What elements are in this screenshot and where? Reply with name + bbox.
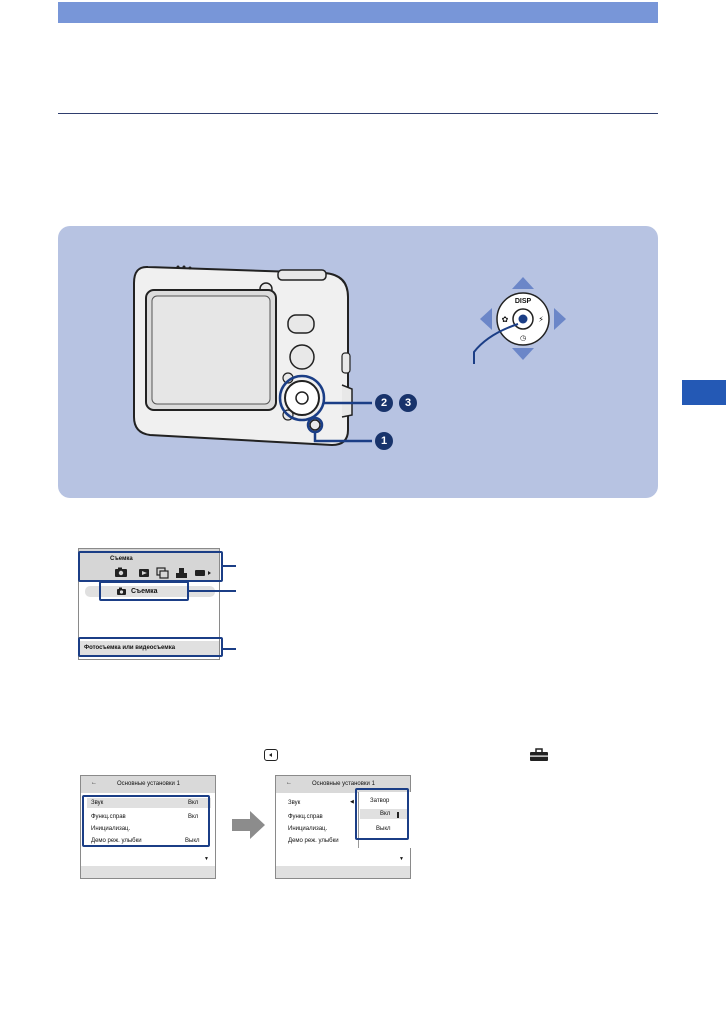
selected-item-label: Съемка xyxy=(131,588,158,595)
settings-row-label: Функц.справ xyxy=(288,814,323,820)
back-arrow-icon: ← xyxy=(286,780,292,786)
settings-row-label: Демо реж. улыбки xyxy=(288,838,339,844)
left-pointer-icon: ◀ xyxy=(350,799,354,805)
disp-label: DISP xyxy=(515,298,532,305)
settings-row-label: Инициализац. xyxy=(91,826,131,832)
callout-2: 2 xyxy=(375,394,393,412)
back-arrow-icon: ← xyxy=(91,780,97,786)
selection-marker xyxy=(397,812,399,818)
camera-icon xyxy=(117,587,126,595)
option-item[interactable]: Вкл xyxy=(380,811,391,817)
print-icon xyxy=(176,568,187,578)
chapter-tab xyxy=(682,380,726,405)
flash-icon: ⚡ xyxy=(538,315,544,324)
callout-1: 1 xyxy=(375,432,393,450)
settings-title: Основные установки 1 xyxy=(312,781,375,787)
battery-icon xyxy=(195,570,211,576)
slideshow-icon xyxy=(156,567,169,579)
callout-line xyxy=(223,565,236,567)
timer-icon: ◷ xyxy=(520,334,527,342)
scroll-down-icon: ▼ xyxy=(399,856,404,862)
settings-screen-after: ← Основные установки 1 Звук ◀ Функц.спра… xyxy=(275,775,411,879)
flow-arrow-icon xyxy=(232,811,265,839)
settings-screen-before: ← Основные установки 1 Звук Вкл Функц.сп… xyxy=(80,775,216,879)
settings-row-label: Инициализац. xyxy=(288,826,328,832)
settings-row-label: Функц.справ xyxy=(91,814,126,820)
settings-title-bar xyxy=(81,776,215,793)
camera-icon xyxy=(115,567,127,577)
settings-title: Основные установки 1 xyxy=(117,781,180,787)
callout-line xyxy=(189,590,236,592)
selected-item-bar xyxy=(85,586,215,597)
left-key-icon xyxy=(264,749,278,761)
header-bar xyxy=(58,2,658,23)
highlight-option-popup xyxy=(355,788,409,840)
macro-icon: ✿ xyxy=(502,315,509,324)
settings-row-label: Звук xyxy=(91,800,104,806)
menu-screen: Съемка Съемка Фотосъемка или видеосъемка xyxy=(78,548,220,660)
settings-row-label: Звук xyxy=(288,800,301,806)
description-bar xyxy=(79,641,219,655)
highlight-description xyxy=(78,637,223,657)
option-selected-bar xyxy=(360,809,408,819)
scroll-down-icon: ▼ xyxy=(204,856,209,862)
settings-row-label: Демо реж. улыбки xyxy=(91,838,142,844)
highlight-icon-row xyxy=(78,551,223,582)
option-item[interactable]: Затвор xyxy=(370,798,390,804)
settings-row-value: Вкл xyxy=(188,800,199,806)
settings-row-selected xyxy=(87,798,211,808)
toolbox-icon xyxy=(530,748,548,761)
control-wheel-diagram: DISP ✿ ⚡ ◷ xyxy=(473,277,566,364)
menu-category-label: Съемка xyxy=(110,556,133,562)
highlight-settings-list xyxy=(82,795,210,847)
menu-icon-row xyxy=(115,567,211,579)
settings-footer xyxy=(81,866,215,878)
title-divider xyxy=(58,113,658,114)
callout-line xyxy=(223,648,236,650)
settings-row-value: Выкл xyxy=(185,838,200,844)
settings-row-value: Вкл xyxy=(188,814,199,820)
settings-footer xyxy=(276,866,410,878)
callout-3: 3 xyxy=(399,394,417,412)
camera-illustration xyxy=(133,265,372,447)
option-item[interactable]: Выкл xyxy=(376,826,391,832)
play-icon xyxy=(139,569,149,577)
description-text: Фотосъемка или видеосъемка xyxy=(84,645,176,651)
highlight-selected-item xyxy=(99,581,189,601)
